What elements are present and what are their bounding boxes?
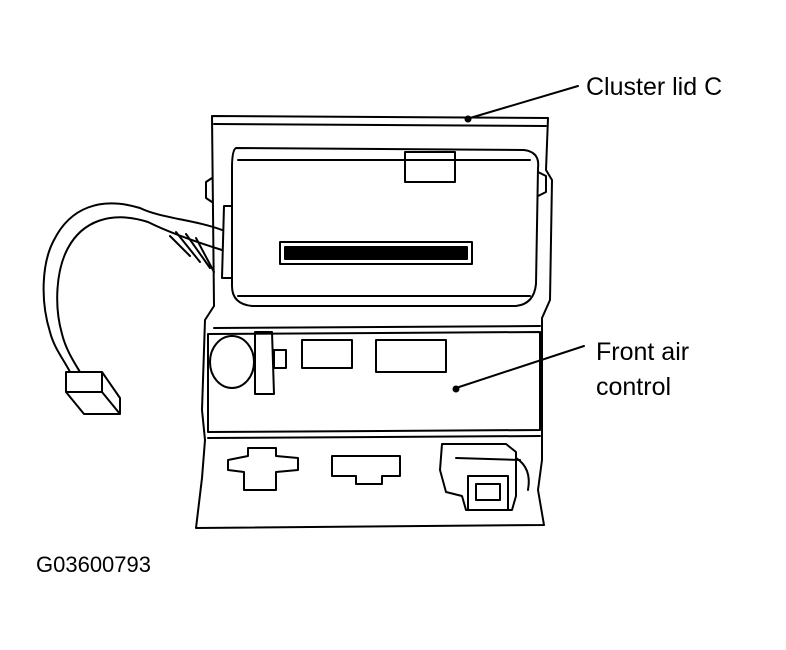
leader-cluster-lid xyxy=(470,86,578,118)
harness-wires xyxy=(170,232,214,272)
air-button-left xyxy=(302,340,352,368)
harness-bundle-outer xyxy=(57,217,222,372)
display-module xyxy=(232,148,538,306)
cluster-lid-top-edge xyxy=(214,124,546,126)
cd-slot-inner xyxy=(285,247,467,259)
connector-middle xyxy=(332,456,400,484)
air-button-right xyxy=(376,340,446,372)
left-tab xyxy=(206,178,212,202)
display-module-inner xyxy=(238,160,530,296)
connector-left xyxy=(228,448,298,490)
control-knob xyxy=(210,336,254,388)
cluster-lid-label: Cluster lid C xyxy=(586,73,723,101)
knob-housing xyxy=(255,332,274,394)
leader-front-air xyxy=(456,346,584,388)
front-air-control-panel xyxy=(208,332,540,432)
leader-dot-cluster xyxy=(466,117,471,122)
connector-right-detail xyxy=(456,458,520,500)
section-divider xyxy=(214,326,540,328)
connector-right-plug xyxy=(468,476,508,510)
harness-bundle xyxy=(44,203,222,372)
display-window xyxy=(405,152,455,182)
right-tab xyxy=(538,172,546,196)
harness-connector-top xyxy=(222,206,232,278)
cluster-lid-outline xyxy=(196,116,552,528)
leader-dot-front-air xyxy=(454,387,459,392)
lower-divider xyxy=(208,436,540,438)
harness-plug xyxy=(66,372,120,414)
figure-id: G03600793 xyxy=(36,552,151,577)
front-air-control-label-line2: control xyxy=(596,373,672,401)
cd-slot xyxy=(280,242,472,264)
front-air-control-label-line1: Front air xyxy=(596,338,690,366)
knob-clip xyxy=(274,350,286,368)
connector-right-wires xyxy=(516,458,529,490)
